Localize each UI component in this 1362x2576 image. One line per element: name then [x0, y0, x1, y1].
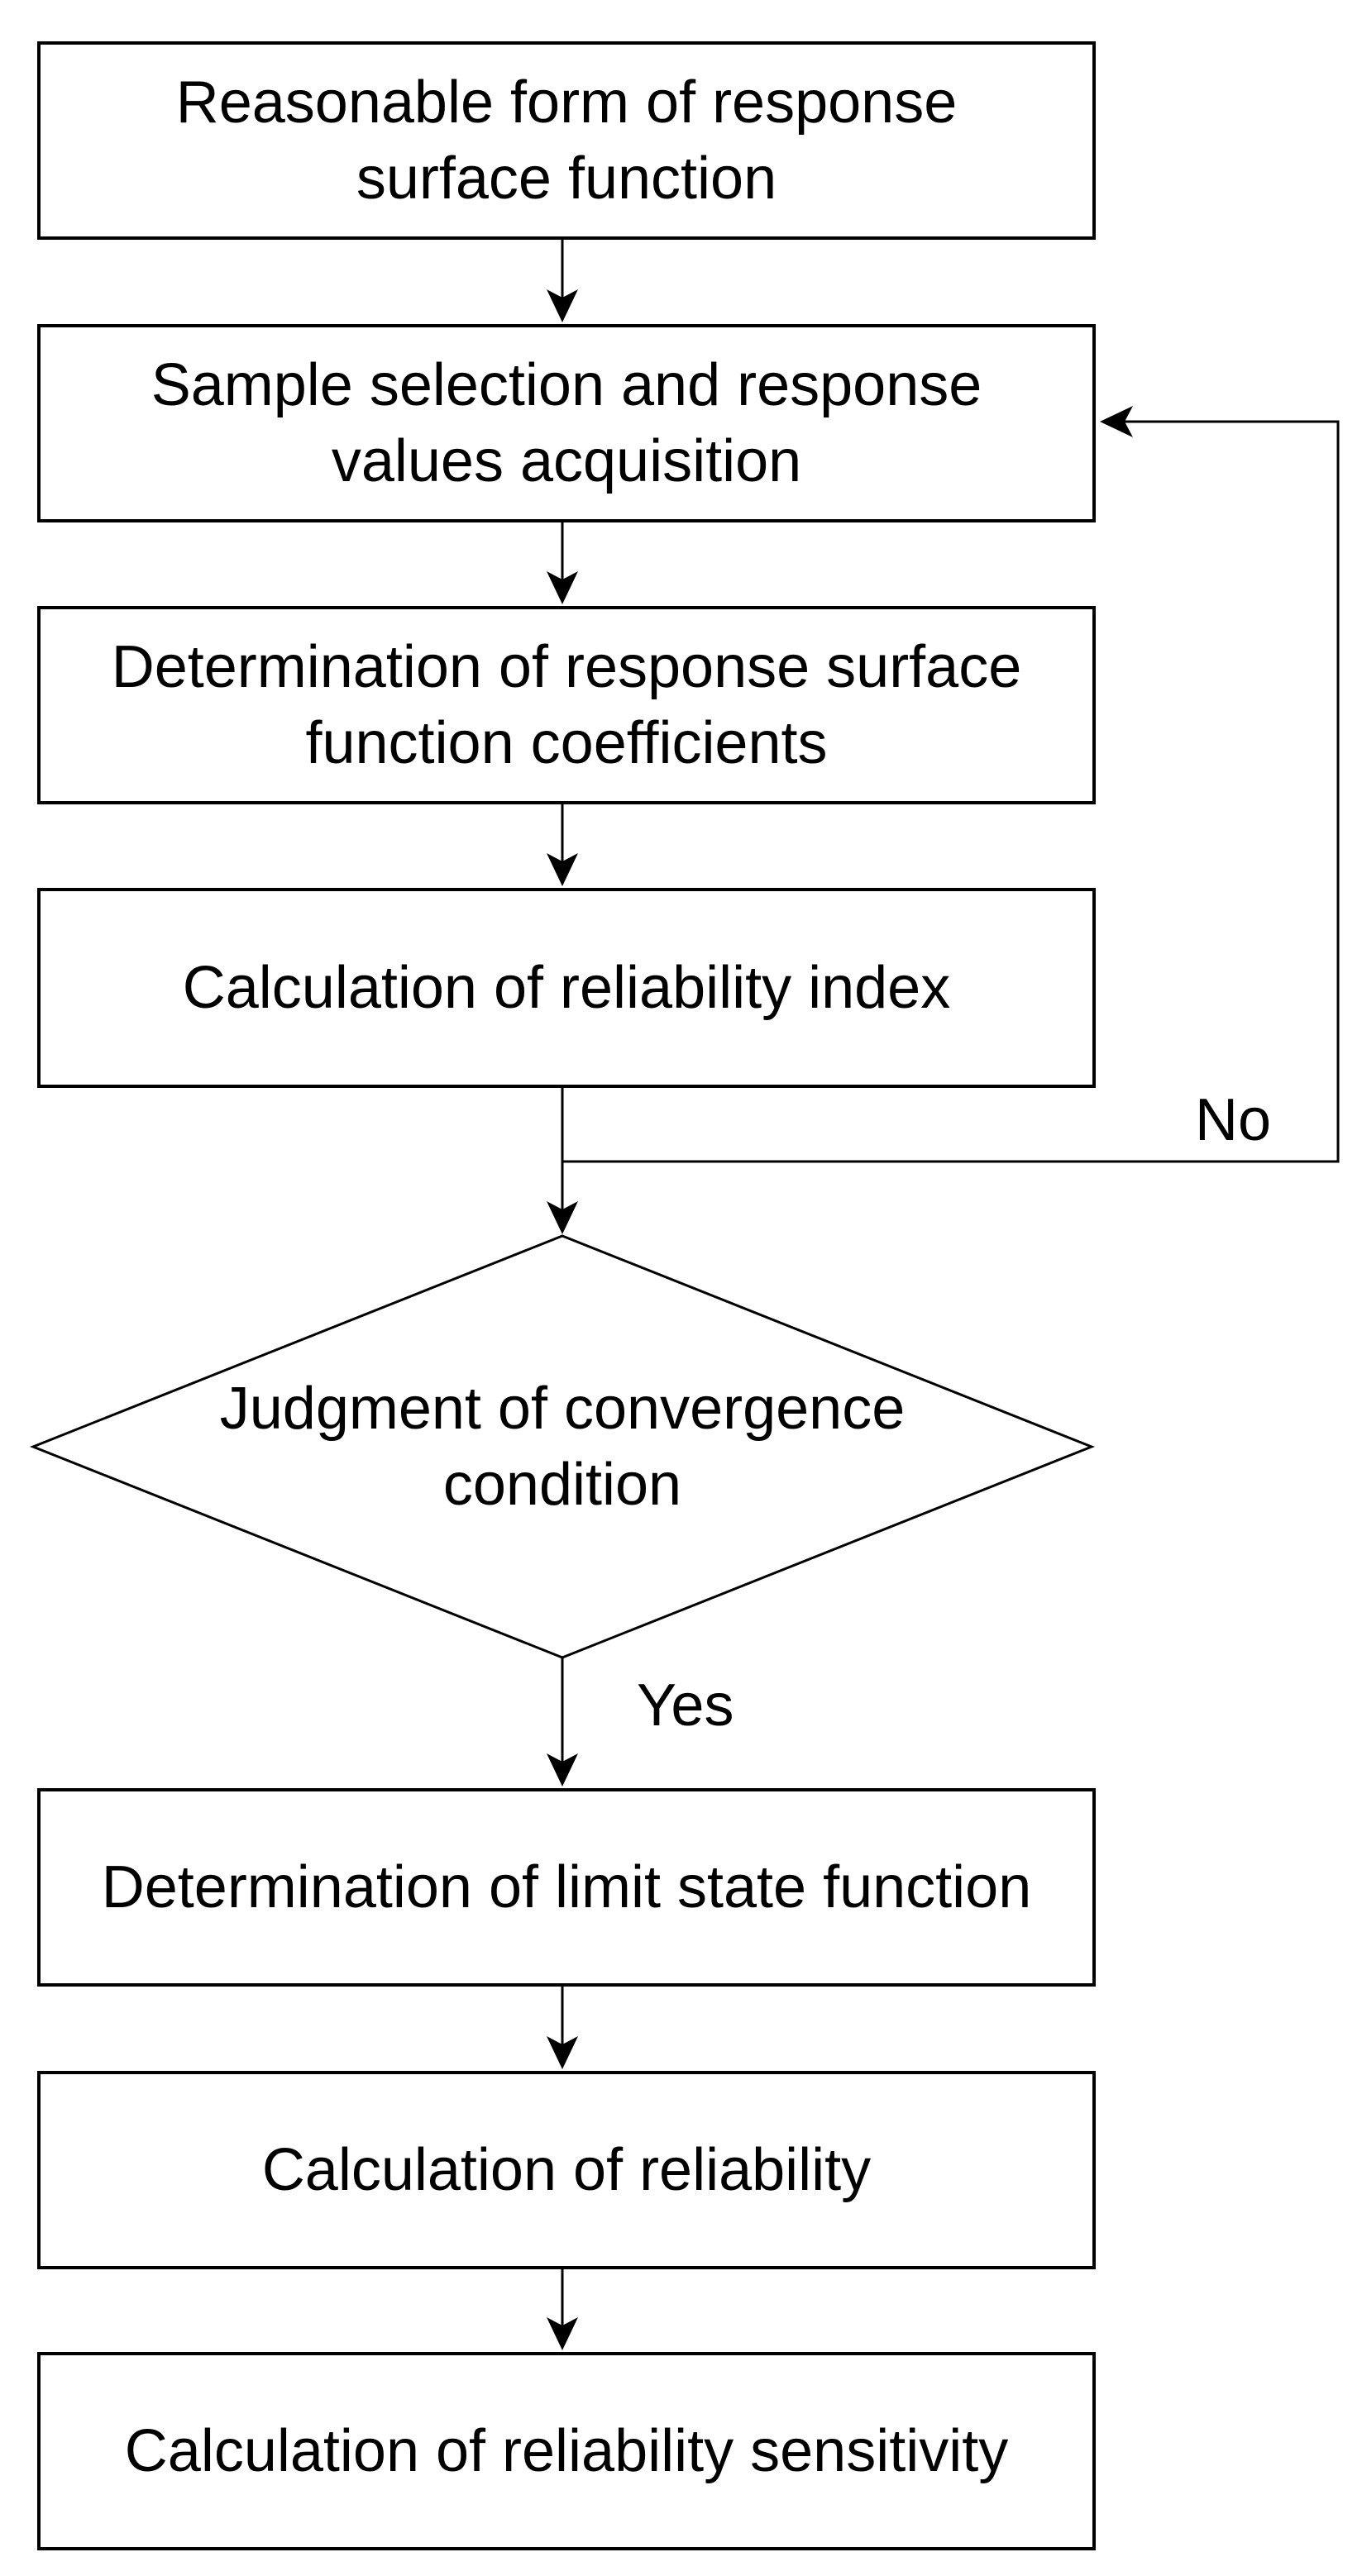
edge-label-no: No	[1195, 1087, 1272, 1153]
node-text-line: Calculation of reliability	[261, 2137, 872, 2203]
node-text-line: surface function	[356, 145, 777, 212]
node-determine-coefficients: Determination of response surface functi…	[37, 606, 1096, 804]
node-text-line: Reasonable form of response	[175, 69, 958, 136]
node-text-line: Judgment of convergence	[219, 1376, 906, 1442]
node-sample-selection: Sample selection and response values acq…	[37, 324, 1096, 522]
node-calc-reliability-sensitivity: Calculation of reliability sensitivity	[37, 2352, 1096, 2550]
node-reasonable-form: Reasonable form of response surface func…	[37, 41, 1096, 240]
node-text-line: Calculation of reliability sensitivity	[124, 2418, 1009, 2484]
node-judgment-convergence: Judgment of convergence condition	[33, 1236, 1092, 1658]
edge-label-yes: Yes	[637, 1672, 734, 1739]
arrowhead-into-sample-selection	[547, 289, 578, 322]
arrowhead-into-determine-limit-state	[547, 1753, 578, 1787]
arrowhead-into-calc-reliability	[547, 2036, 578, 2069]
node-text-line: Sample selection and response	[151, 352, 982, 418]
node-text-line: function coefficients	[305, 710, 828, 776]
node-text-line: Determination of response surface	[111, 634, 1022, 700]
node-text-line: condition	[442, 1452, 682, 1518]
node-calc-reliability: Calculation of reliability	[37, 2071, 1096, 2269]
arrowhead-into-judgment	[547, 1201, 578, 1234]
edge-no-feedback-loop	[562, 420, 1340, 1163]
arrowhead-into-calc-reliability-index	[547, 853, 578, 886]
node-judgment-convergence-shape	[29, 1234, 1096, 1659]
node-text-line: Calculation of reliability index	[182, 955, 951, 1021]
arrowhead-feedback-into-sample-selection	[1100, 406, 1133, 437]
arrowhead-into-determine-coefficients	[547, 571, 578, 604]
arrowhead-into-calc-reliability-sensitivity	[547, 2317, 578, 2350]
node-calc-reliability-index: Calculation of reliability index	[37, 888, 1096, 1088]
node-determine-limit-state: Determination of limit state function	[37, 1788, 1096, 1987]
node-text-line: Determination of limit state function	[101, 1854, 1032, 1920]
node-text-line: values acquisition	[331, 428, 802, 494]
